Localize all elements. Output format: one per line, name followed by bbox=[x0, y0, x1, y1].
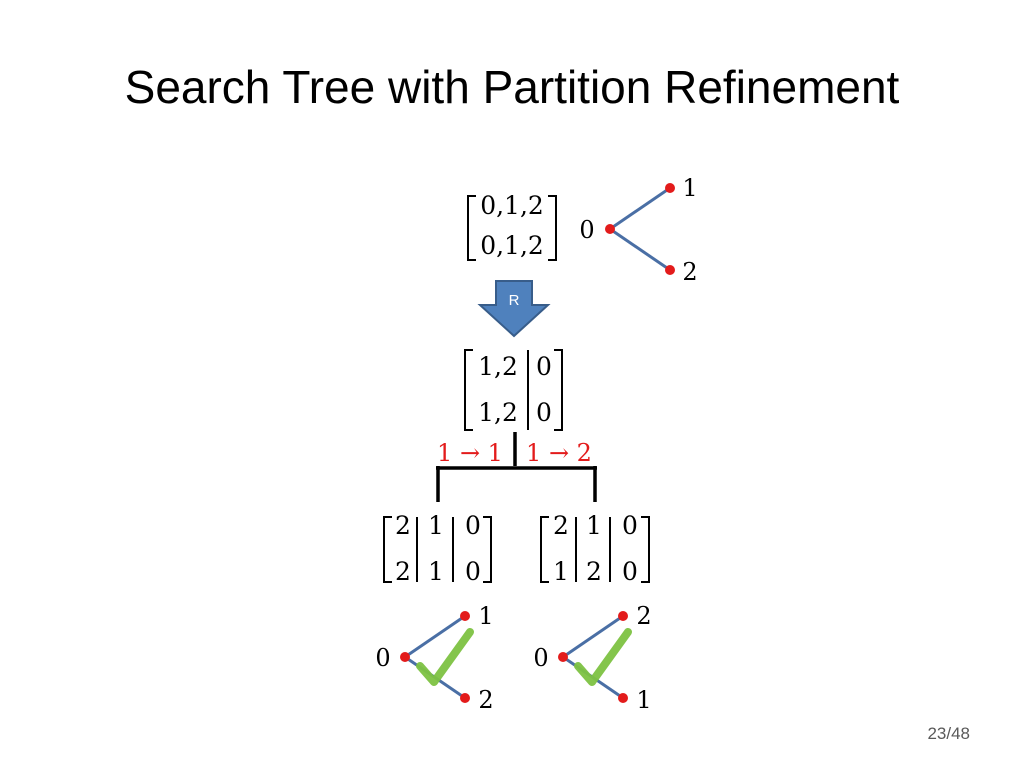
vertex-label-2: 2 bbox=[478, 686, 493, 714]
down-arrow-icon bbox=[477, 280, 551, 338]
top-matrix: 0,1,2 0,1,2 bbox=[467, 191, 557, 261]
vertex-1 bbox=[618, 693, 628, 703]
left-child-row1-cell2: 1 bbox=[428, 511, 444, 540]
branch-label-right: 1 → 2 bbox=[526, 439, 592, 467]
right-child-matrix: 2 1 0 1 2 0 bbox=[540, 511, 650, 586]
top-matrix-row1: 0,1,2 bbox=[480, 191, 544, 220]
refined-row2-cell1: 1,2 bbox=[478, 398, 518, 427]
right-bracket bbox=[483, 516, 492, 583]
right-bracket bbox=[548, 195, 557, 261]
right-child-graph: 0 2 1 bbox=[533, 602, 651, 714]
page-number: 23/48 bbox=[927, 724, 970, 743]
edge-0-2 bbox=[609, 227, 671, 272]
right-child-row1-cell1: 2 bbox=[553, 511, 569, 540]
top-matrix-row2: 0,1,2 bbox=[480, 231, 544, 260]
right-bracket bbox=[554, 349, 563, 431]
vertex-label-1: 1 bbox=[682, 174, 697, 202]
vertex-0 bbox=[558, 652, 568, 662]
right-bracket bbox=[641, 516, 650, 583]
left-child-row2-cell3: 0 bbox=[465, 557, 481, 586]
vertex-label-0: 0 bbox=[533, 644, 548, 672]
slide-title: Search Tree with Partition Refinement bbox=[124, 61, 900, 113]
vertex-label-0: 0 bbox=[375, 644, 390, 672]
refine-arrow-label: R bbox=[509, 292, 520, 309]
vertex-0 bbox=[605, 224, 615, 234]
vertex-label-1: 1 bbox=[636, 686, 651, 714]
right-child-row2-cell1: 1 bbox=[553, 557, 569, 586]
refined-row1-cell2: 0 bbox=[536, 352, 552, 381]
left-child-row1-cell3: 0 bbox=[465, 511, 481, 540]
left-bracket bbox=[540, 516, 549, 583]
left-child-row1-cell1: 2 bbox=[395, 511, 411, 540]
top-graph: 0 1 2 bbox=[579, 174, 697, 286]
refined-matrix: 1,2 0 1,2 0 bbox=[464, 349, 563, 431]
check-icon bbox=[574, 628, 632, 686]
right-child-row1-cell3: 0 bbox=[622, 511, 638, 540]
left-bracket bbox=[467, 195, 476, 261]
refined-row1-cell1: 1,2 bbox=[478, 352, 518, 381]
right-child-row1-cell2: 1 bbox=[586, 511, 602, 540]
refine-arrow: R bbox=[477, 280, 551, 338]
vertex-1 bbox=[460, 611, 470, 621]
left-bracket bbox=[383, 516, 392, 583]
vertex-label-0: 0 bbox=[579, 216, 594, 244]
left-child-matrix: 2 1 0 2 1 0 bbox=[383, 511, 492, 586]
vertex-label-1: 1 bbox=[478, 602, 493, 630]
vertex-label-2: 2 bbox=[636, 602, 651, 630]
vertex-2 bbox=[618, 611, 628, 621]
edge-0-1 bbox=[404, 614, 466, 659]
left-child-row2-cell1: 2 bbox=[395, 557, 411, 586]
right-child-row2-cell2: 2 bbox=[586, 557, 602, 586]
refined-row2-cell2: 0 bbox=[536, 398, 552, 427]
vertex-2 bbox=[460, 693, 470, 703]
right-child-row2-cell3: 0 bbox=[622, 557, 638, 586]
check-icon bbox=[416, 628, 474, 686]
left-bracket bbox=[464, 349, 473, 431]
left-child-graph: 0 1 2 bbox=[375, 602, 493, 714]
branch-label-left: 1 → 1 bbox=[437, 439, 503, 467]
left-child-row2-cell2: 1 bbox=[428, 557, 444, 586]
edge-0-2 bbox=[562, 614, 624, 659]
vertex-0 bbox=[400, 652, 410, 662]
vertex-label-2: 2 bbox=[682, 258, 697, 286]
edge-0-1 bbox=[609, 186, 671, 231]
vertex-1 bbox=[665, 183, 675, 193]
branch-connector: 1 → 1 1 → 2 bbox=[436, 432, 597, 502]
vertex-2 bbox=[665, 265, 675, 275]
